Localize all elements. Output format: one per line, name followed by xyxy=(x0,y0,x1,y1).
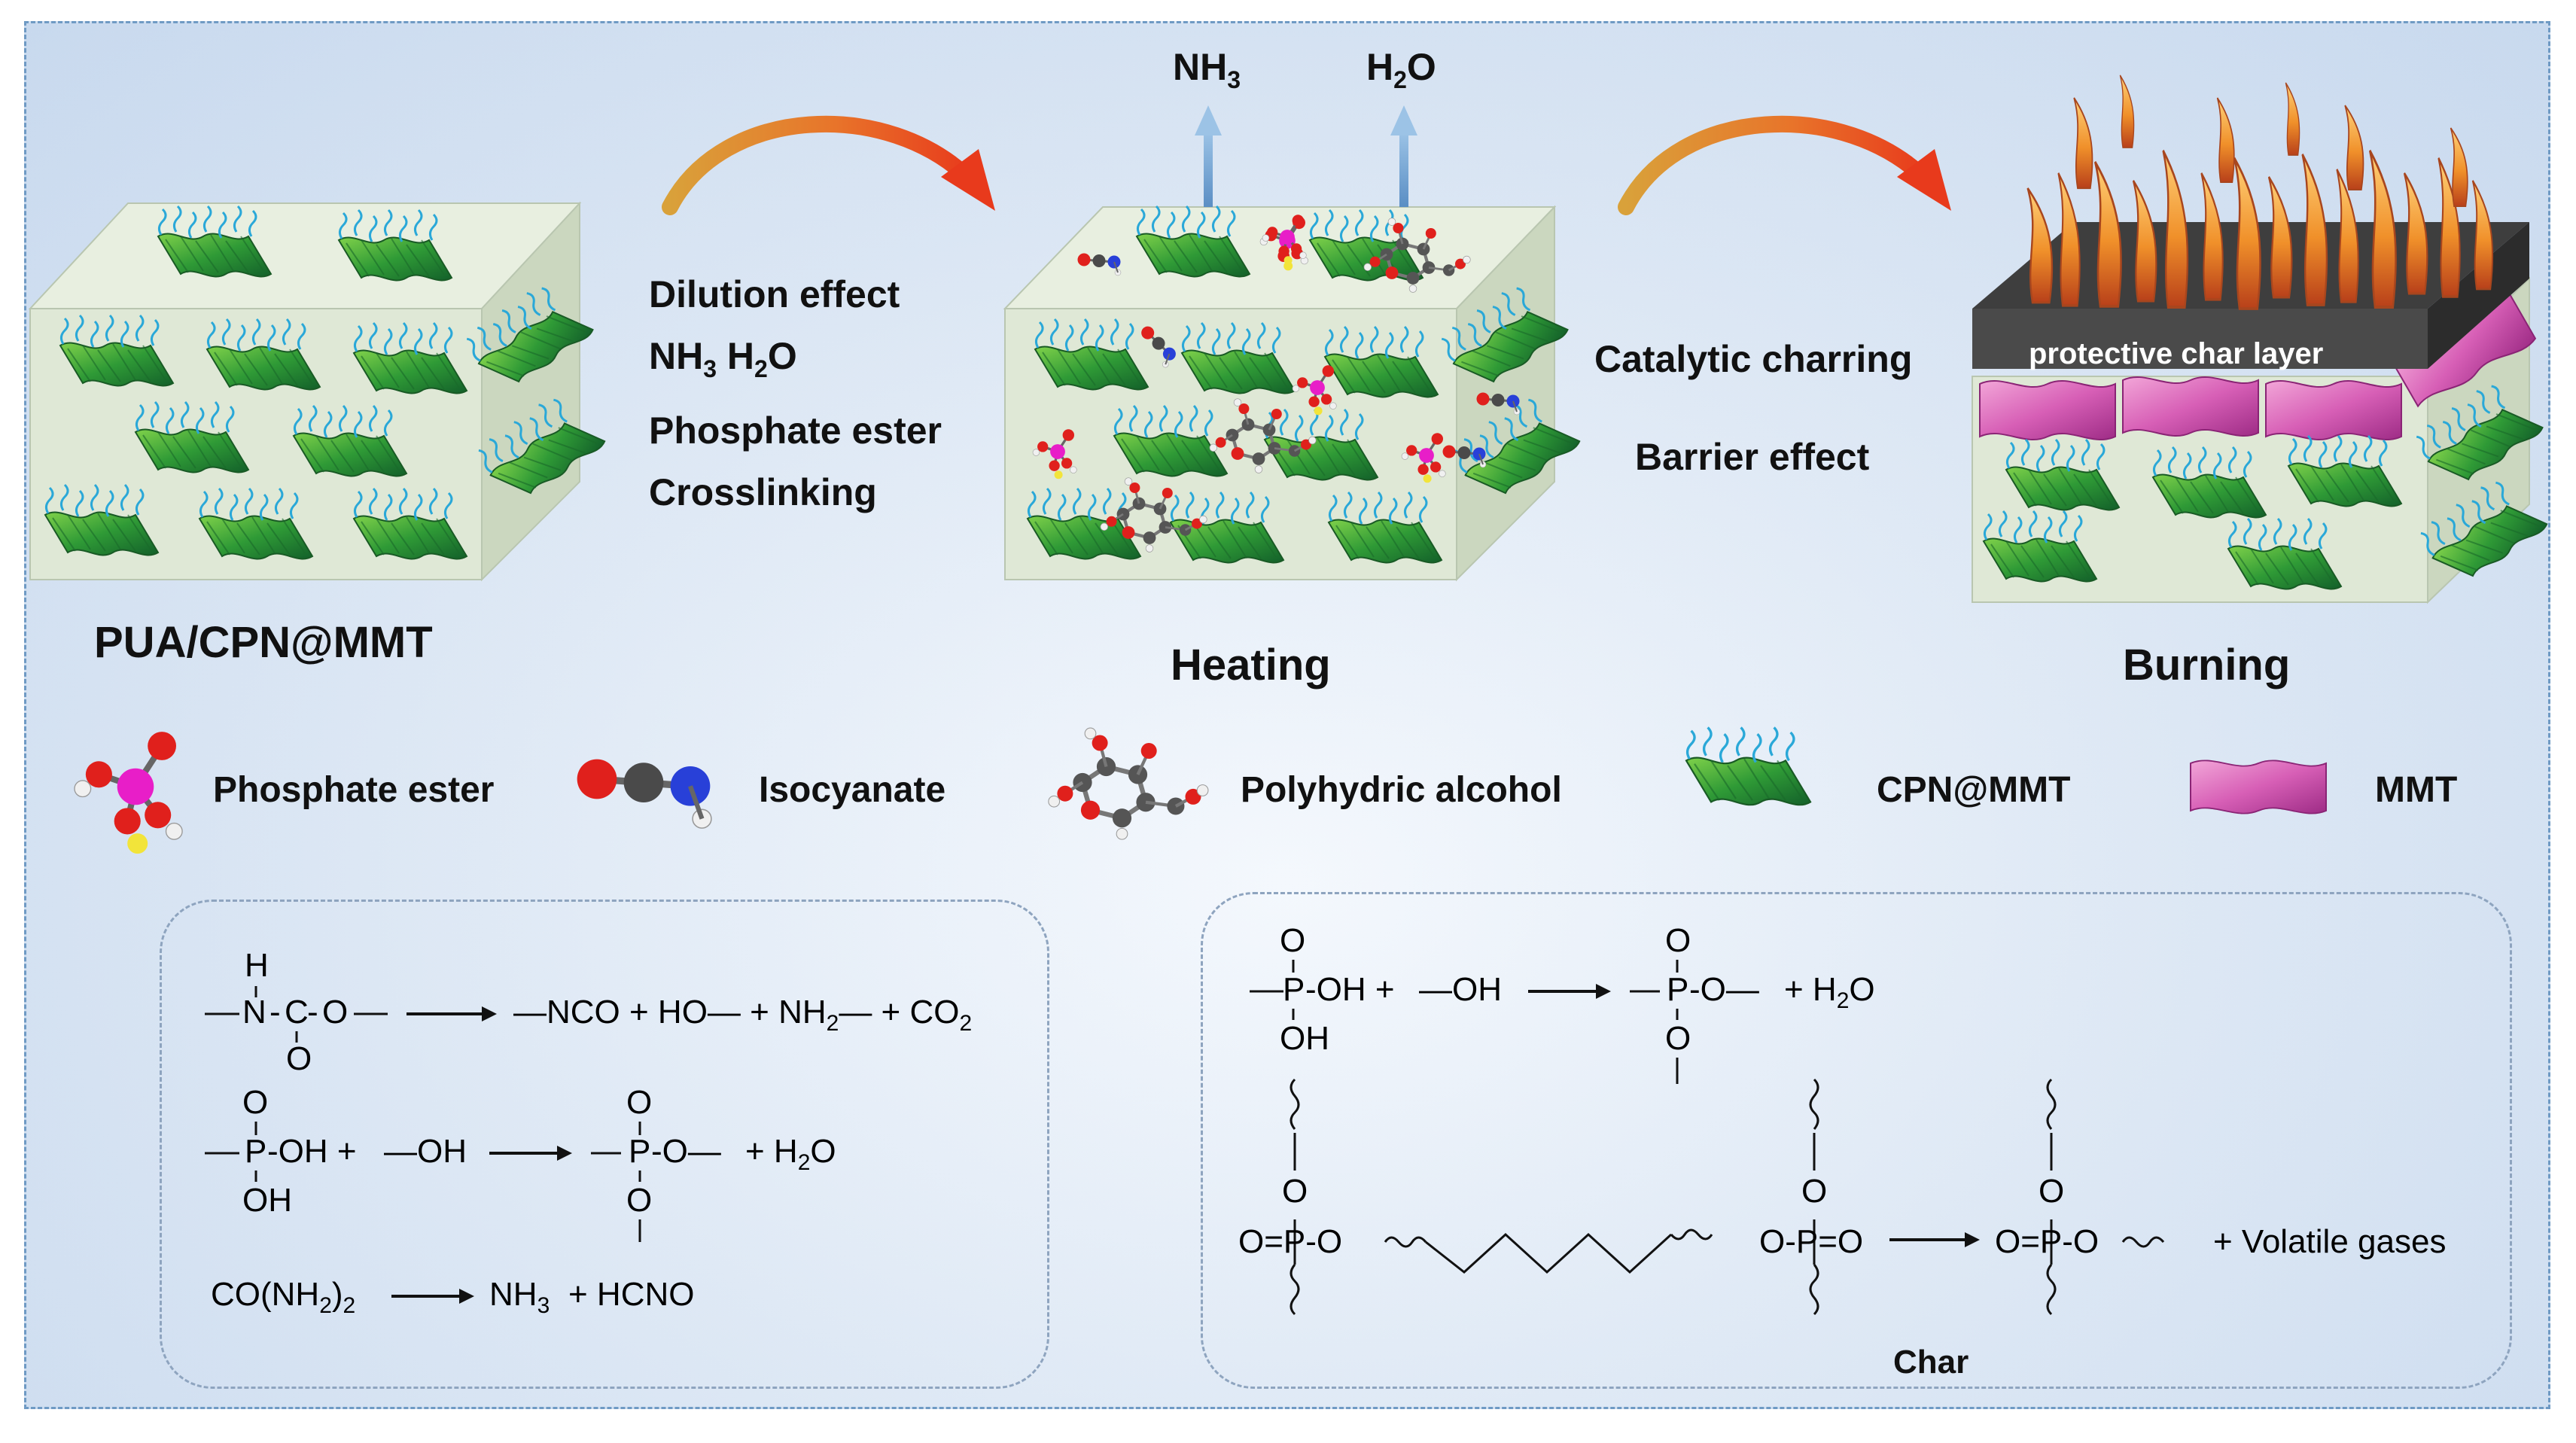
reaction-box-right xyxy=(1201,892,2512,1389)
rx-r2-left: O=P-O xyxy=(1238,1223,1343,1260)
rx-l3-urea: CO(NH2)2 xyxy=(211,1276,356,1318)
rx-l2-prod-p: P xyxy=(629,1133,651,1170)
rx-r1-ohb: OH xyxy=(1280,1020,1329,1057)
legend-cpn-mmt-icon xyxy=(1685,726,1812,806)
flames xyxy=(2026,75,2494,310)
stage-title-burning: Burning xyxy=(2123,641,2291,690)
legend-phosphate-ester-icon xyxy=(75,732,182,854)
rx-l1-n: N xyxy=(242,994,266,1030)
rx-r2-o-c: O xyxy=(2039,1173,2065,1210)
nh3-gas-label: NH3 xyxy=(1173,46,1241,93)
legend-label-polyhydric-alcohol: Polyhydric alcohol xyxy=(1241,770,1562,810)
char-label: Char xyxy=(1893,1344,1969,1381)
mechanism-dilution-effect: Dilution effect xyxy=(649,273,900,315)
rx-l1-products: —NCO + HO— + NH2— + CO2 xyxy=(513,994,973,1036)
rx-r1-prod-o: O xyxy=(1665,922,1691,959)
legend-label-phosphate-ester: Phosphate ester xyxy=(213,770,495,810)
reaction-box-left xyxy=(160,900,1049,1389)
reaction-scheme-right xyxy=(1250,960,2165,1316)
rx-l2-prod-o2: -O— xyxy=(651,1133,721,1170)
rx-r1-prod-o3: O xyxy=(1665,1020,1691,1057)
rx-l1-o2: O xyxy=(286,1040,312,1077)
h2o-gas-label: H2O xyxy=(1366,46,1436,93)
reaction-scheme-left xyxy=(205,986,641,1304)
rx-l3-hcno: + HCNO xyxy=(568,1276,695,1313)
rx-r2-o-b: O xyxy=(1801,1173,1828,1210)
rx-l1-o1: O xyxy=(322,994,349,1030)
rx-l2-p: P xyxy=(245,1133,267,1170)
rx-r1-oh: -OH + xyxy=(1305,971,1395,1008)
mechanism-catalytic-charring: Catalytic charring xyxy=(1594,338,1913,380)
heating-block xyxy=(1003,205,1582,582)
rx-r1-water: + H2O xyxy=(1784,971,1875,1013)
rx-l2-water: + H2O xyxy=(745,1133,836,1175)
rx-r2-right: O-P=O xyxy=(1759,1223,1864,1260)
legend-isocyanate-icon xyxy=(577,760,711,828)
burning-block xyxy=(1972,75,2550,604)
mechanism-barrier-effect: Barrier effect xyxy=(1635,436,1870,478)
rx-l2-oh: -OH + xyxy=(267,1133,357,1170)
legend-label-isocyanate: Isocyanate xyxy=(759,770,946,810)
legend-mmt-icon xyxy=(2190,760,2327,814)
h2o-gas-arrow xyxy=(1390,105,1417,207)
rx-l3-nh3: NH3 xyxy=(489,1276,550,1318)
mechanism-phosphate-ester: Phosphate ester xyxy=(649,409,942,452)
legend-label-mmt: MMT xyxy=(2375,770,2458,810)
nh3-gas-arrow xyxy=(1195,105,1222,207)
stage-title-pua-cpn-mmt: PUA/CPN@MMT xyxy=(94,618,433,667)
heating-mechanism-list: Dilution effect NH3 H2O Phosphate ester … xyxy=(649,263,942,523)
rx-r1-p: P xyxy=(1283,971,1305,1008)
rx-l2-ohb: OH xyxy=(242,1182,292,1219)
rx-l2-prod-o: O xyxy=(626,1084,653,1121)
rx-r2-volatile: + Volatile gases xyxy=(2213,1223,2447,1260)
rx-l2-oh2: —OH xyxy=(384,1133,467,1170)
pua-cpn-mmt-block xyxy=(28,201,607,582)
rx-l1-h: H xyxy=(245,947,269,984)
rx-r1-prod-p: P xyxy=(1667,971,1689,1008)
mechanism-nh3-h2o: NH3 H2O xyxy=(649,335,797,382)
rx-r2-product: O=P-O xyxy=(1995,1223,2099,1260)
rx-l1-dash2: - xyxy=(307,994,318,1030)
rx-l1-c: C xyxy=(285,994,309,1030)
process-arrow-2 xyxy=(1618,115,1951,215)
rx-r1-oh2: —OH xyxy=(1419,971,1502,1008)
legend-polyhydric-alcohol-icon xyxy=(1049,728,1208,839)
rx-l1-dash1: - xyxy=(269,994,281,1030)
rx-r1-prod-o2: -O— xyxy=(1689,971,1759,1008)
rx-l2-o: O xyxy=(242,1084,269,1121)
char-layer-label: protective char layer xyxy=(2029,337,2324,370)
rx-r1-o: O xyxy=(1280,922,1306,959)
rx-r2-o-a: O xyxy=(1282,1173,1308,1210)
mechanism-crosslinking: Crosslinking xyxy=(649,471,877,513)
process-arrow-1 xyxy=(662,115,995,215)
stage-title-heating: Heating xyxy=(1171,641,1331,690)
rx-l2-prod-o3: O xyxy=(626,1182,653,1219)
legend-label-cpn-mmt: CPN@MMT xyxy=(1877,770,2071,810)
